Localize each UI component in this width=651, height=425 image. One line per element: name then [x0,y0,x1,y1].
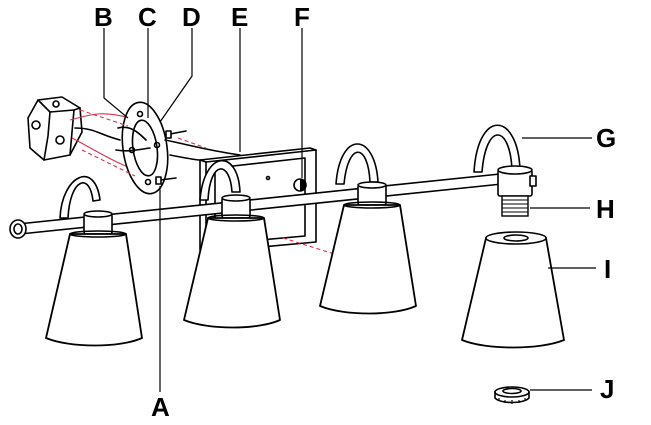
part-label-g: G [596,123,616,153]
part-label-i: I [604,254,611,284]
lamp-arm-3 [335,143,379,185]
lampshade-1 [45,230,143,347]
part-label-a: A [151,392,170,422]
cap-nut [293,178,307,192]
shade-ring [494,386,530,404]
supply-wire [164,139,241,156]
lamp-arm-2 [199,159,241,201]
part-label-h: H [596,194,615,224]
socket-h [497,165,537,217]
part-label-j: J [600,374,614,404]
junction-box [27,96,136,171]
mounting-screw-a [155,176,177,185]
assembly-guide-line [177,137,207,149]
lamp-arm-4 [473,124,521,173]
assembly-guide-line [79,109,129,127]
leader-lines [103,28,596,392]
assembly-guide-line [282,237,345,258]
part-label-d: D [182,2,201,32]
lampshade-3 [319,201,417,315]
lampshade-i [461,231,565,349]
socket-2 [221,194,251,219]
socket-1 [83,210,113,235]
lampshade-2 [183,214,281,329]
assembly-guide-line [81,149,136,177]
part-label-c: C [138,2,157,32]
mounting-plate [115,101,169,195]
part-label-f: F [294,2,310,32]
mounting-screw-d [165,130,187,139]
part-label-e: E [231,2,248,32]
lamp-arm-1 [59,176,101,219]
part-label-b: B [94,2,113,32]
